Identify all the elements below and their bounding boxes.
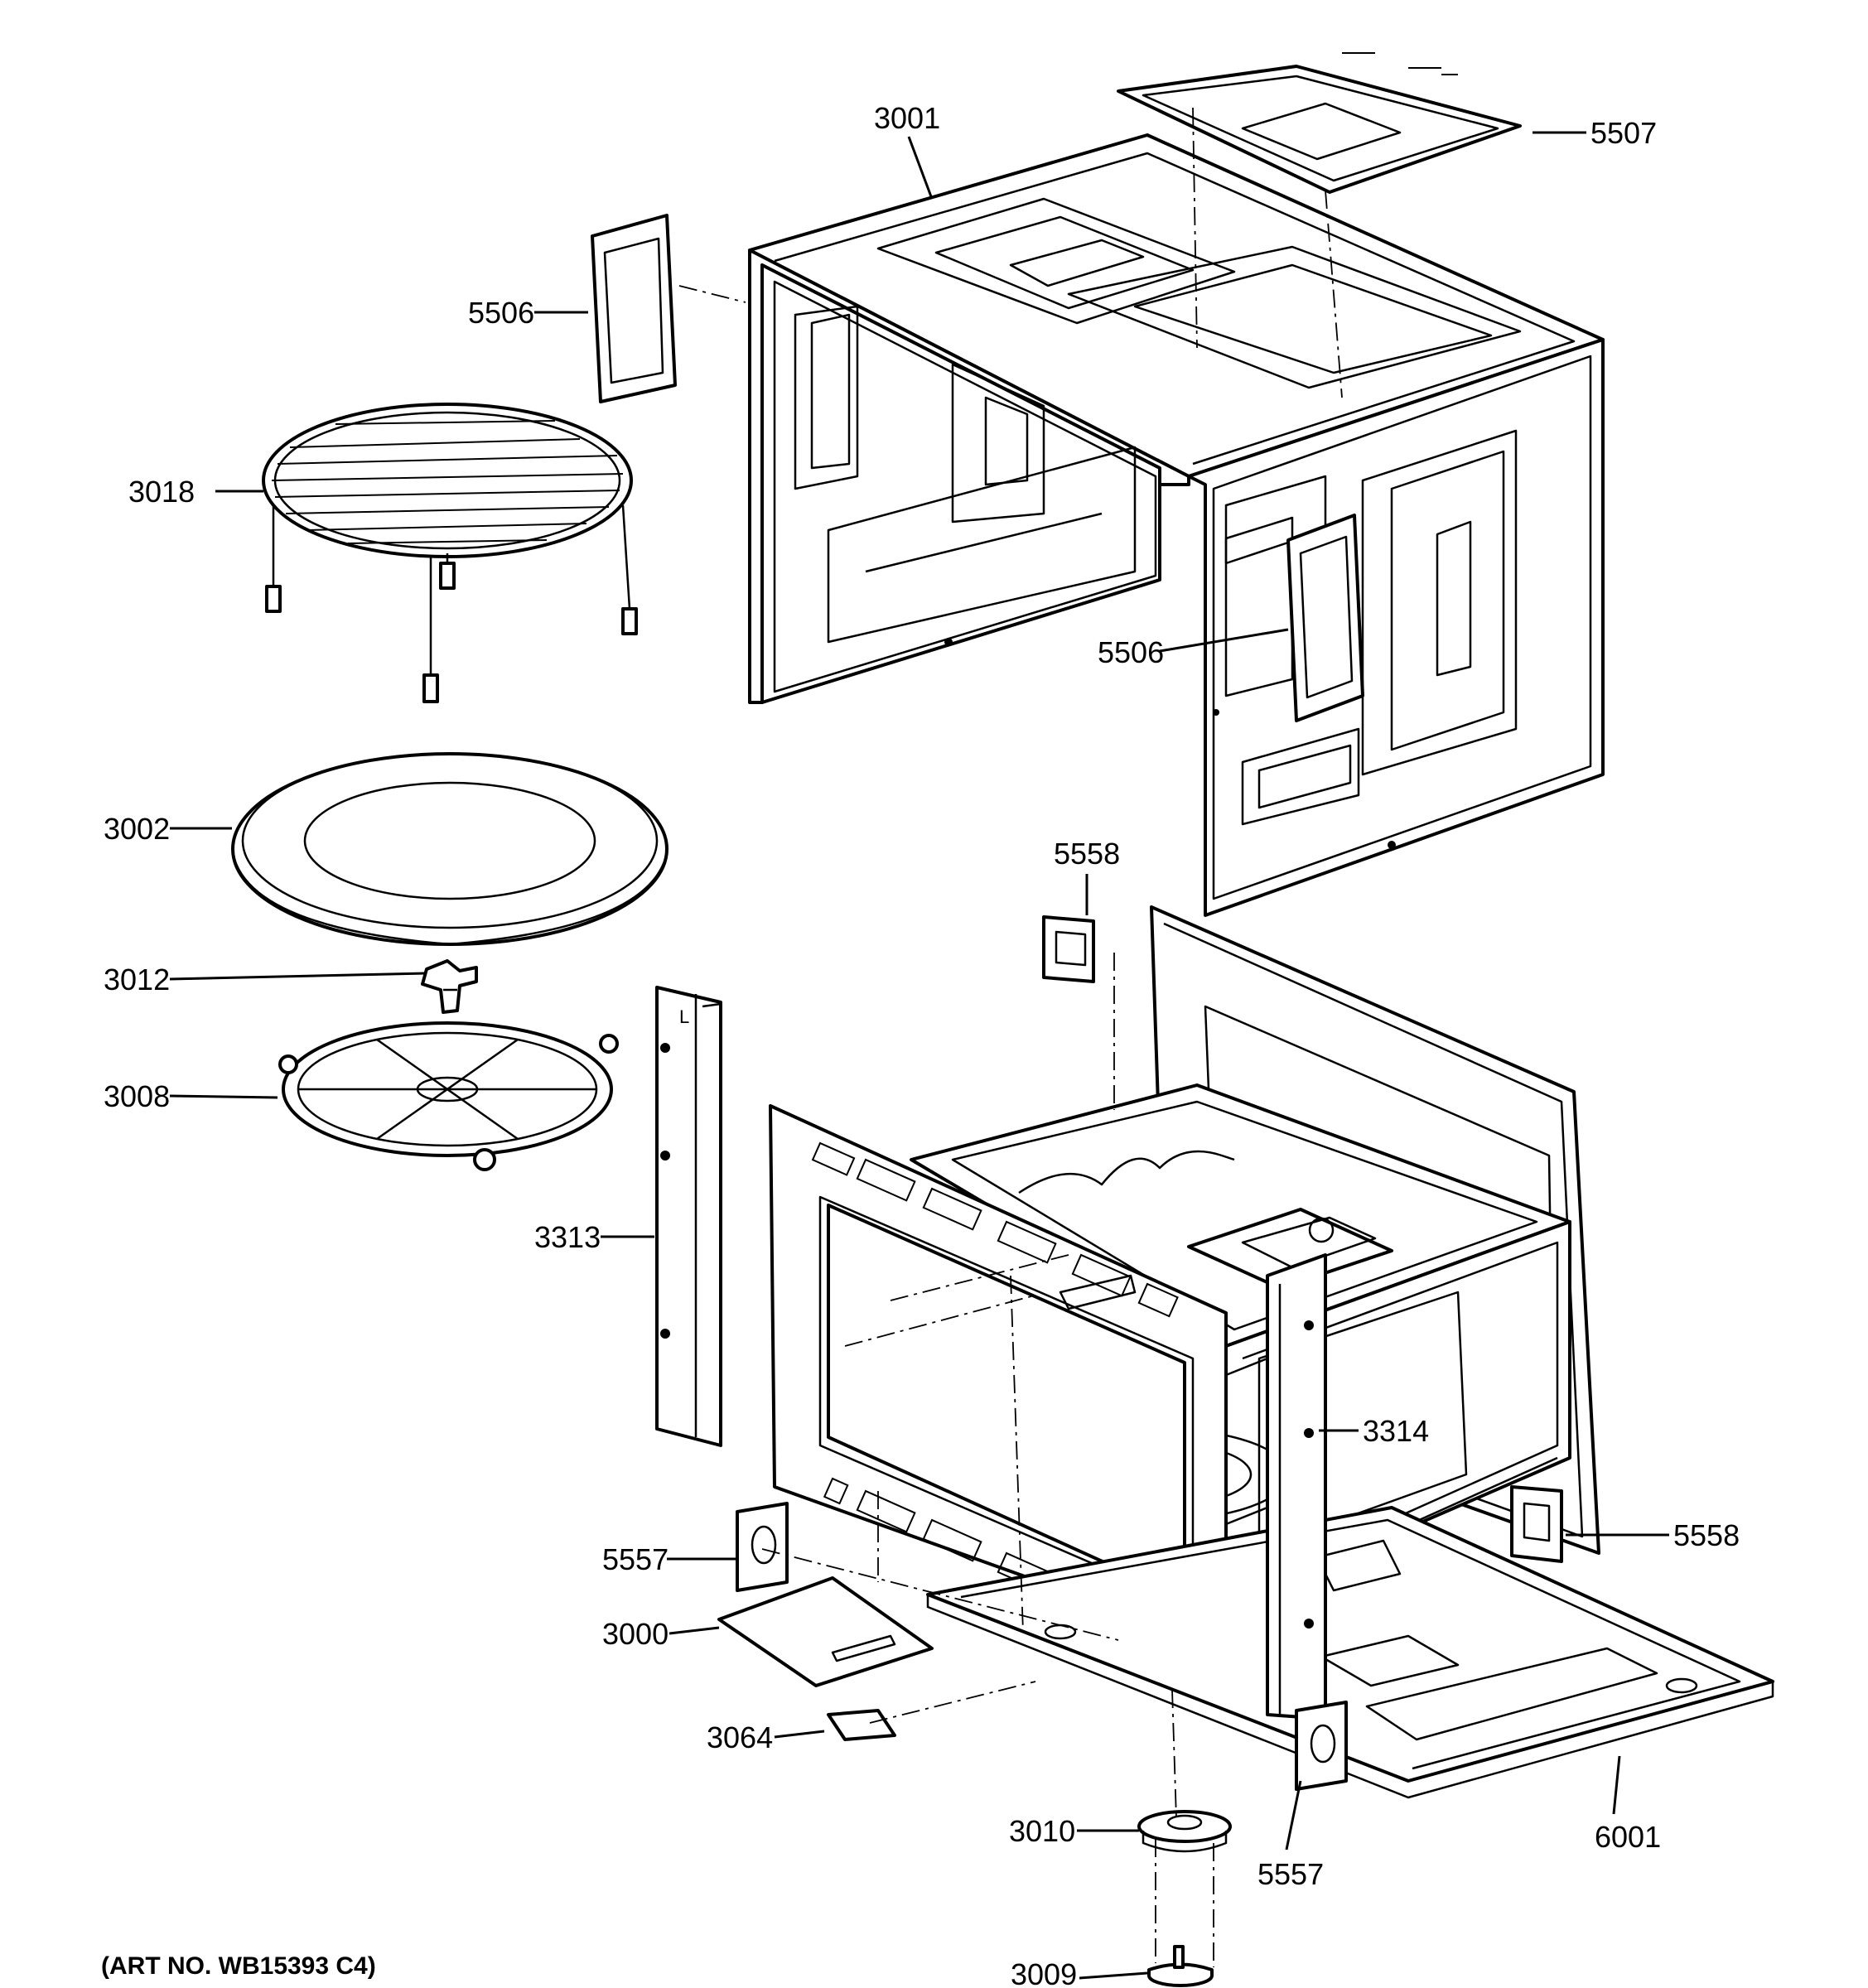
callout-3002: 3002 — [104, 812, 170, 846]
art-number: (ART NO. WB15393 C4) — [101, 1952, 376, 1980]
pad-3064 — [827, 1709, 896, 1741]
leader-lines — [169, 131, 1669, 1980]
callout-3000: 3000 — [602, 1617, 669, 1651]
base-plate-6001 — [926, 1506, 1774, 1799]
cover-plate-3000 — [717, 1576, 934, 1687]
gasket-5506-right — [1286, 514, 1364, 722]
coupler-3012 — [421, 959, 478, 1014]
callout-5557-right: 5557 — [1257, 1857, 1324, 1891]
callout-3018: 3018 — [128, 475, 195, 509]
callout-3008: 3008 — [104, 1079, 170, 1113]
outer-case-part — [748, 133, 1605, 917]
oven-cavity-assembly — [769, 905, 1600, 1650]
callout-5558-lower: 5558 — [1673, 1518, 1740, 1552]
alignment-lines — [678, 107, 1343, 1967]
callout-3314: 3314 — [1363, 1414, 1429, 1448]
side-channel-3314 — [1266, 1253, 1327, 1720]
callout-5557-left: 5557 — [602, 1542, 669, 1576]
gasket-5506-left — [591, 214, 677, 403]
wire-rack-3018 — [262, 403, 638, 703]
callout-5558-upper: 5558 — [1054, 837, 1120, 871]
callout-6001: 6001 — [1595, 1820, 1661, 1854]
callout-5507: 5507 — [1590, 116, 1657, 150]
callout-3012: 3012 — [104, 963, 170, 996]
callout-3064: 3064 — [707, 1720, 773, 1754]
bracket-5557-right — [1295, 1701, 1348, 1791]
svg-text:L: L — [679, 1006, 689, 1027]
side-channel-3313: L — [655, 986, 722, 1447]
callout-5506-left: 5506 — [468, 296, 534, 330]
motor-coupler-3010 — [1137, 1810, 1232, 1853]
callout-labels: 3001 5507 5506 3018 5506 3002 5558 3012 … — [104, 101, 1740, 1988]
callout-3009: 3009 — [1011, 1957, 1077, 1988]
callout-5506-right: 5506 — [1098, 635, 1164, 669]
roller-ring-3008 — [278, 1021, 619, 1171]
callout-3313: 3313 — [534, 1220, 601, 1254]
glass-tray-3002 — [231, 752, 669, 946]
turntable-motor-3009 — [1147, 1945, 1214, 1987]
bracket-5557-left — [736, 1502, 789, 1592]
callout-3010: 3010 — [1009, 1814, 1075, 1848]
bracket-5558-upper — [1042, 915, 1095, 983]
bracket-5558-lower — [1510, 1485, 1563, 1563]
top-cover-5507 — [1117, 52, 1522, 194]
callout-3001: 3001 — [874, 101, 940, 135]
